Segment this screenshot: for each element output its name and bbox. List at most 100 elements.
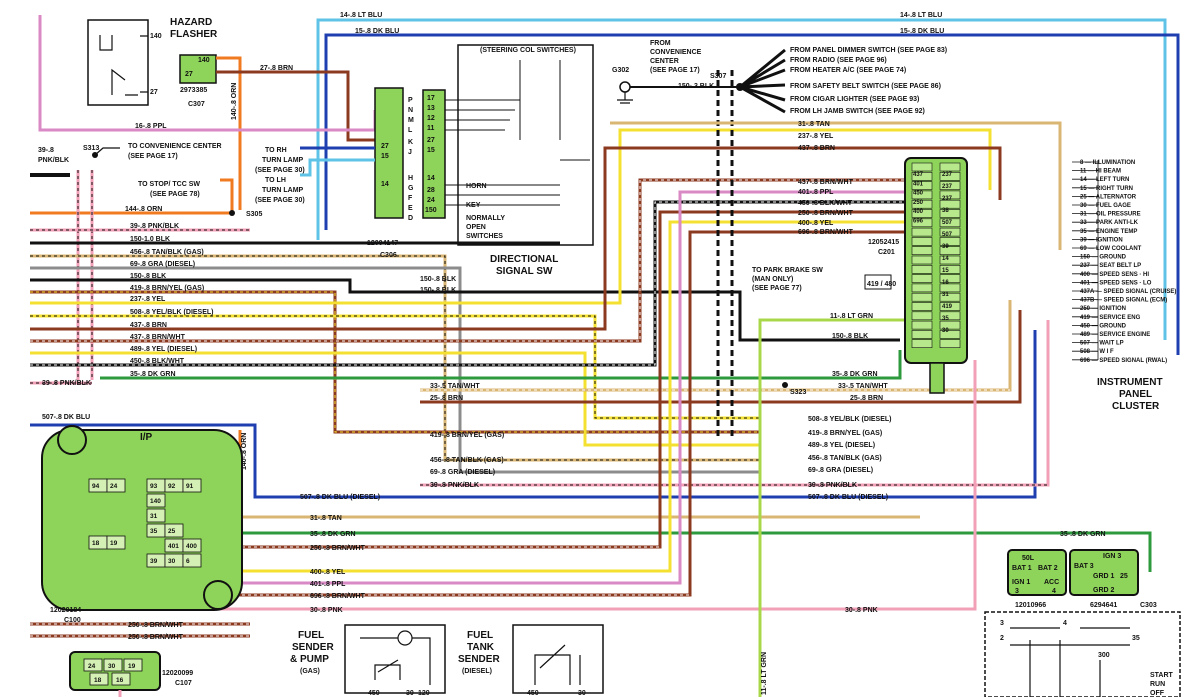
label-39-top: 39-.8	[38, 147, 54, 154]
c303-part-b: 6294641	[1090, 602, 1117, 609]
c303-ign1: IGN 1	[1012, 579, 1030, 586]
convenience-note: TO CONVENIENCE CENTER	[128, 143, 222, 150]
legend-item: 8 — ILLUMINATION	[1080, 160, 1135, 166]
lh-turn-2: TURN LAMP	[262, 187, 304, 194]
c100-name: C100	[64, 617, 81, 624]
c100-pin: 31	[150, 513, 158, 520]
c306-pin-27: 27	[381, 143, 389, 150]
s305-label: S305	[246, 211, 262, 218]
c303-acc: ACC	[1044, 579, 1059, 586]
legend-item: 419 — SERVICE ENG	[1080, 315, 1141, 321]
switch-pin-3: 3	[1000, 620, 1004, 627]
label-140-top: 140-.8 ORN	[231, 83, 238, 120]
c107-name: C107	[175, 680, 192, 687]
c201-right-pin: 38	[942, 208, 949, 214]
c306-letter-g: G	[408, 185, 414, 192]
label-237-top: 237-.8 YEL	[798, 133, 834, 140]
c303-grd2: GRD 2	[1093, 587, 1115, 594]
directional-title-2: SIGNAL SW	[496, 266, 553, 277]
wire-35-dk-grn	[100, 350, 902, 380]
label-437: 437-.8 BRN	[130, 322, 167, 329]
c306-pin-15b: 15	[427, 147, 435, 154]
label-400: 400-.8 YEL	[310, 569, 346, 576]
label-11-vert: 11-.8 LT GRN	[761, 652, 768, 695]
c100-pin: 92	[168, 483, 176, 490]
c100-pin: 140	[150, 498, 161, 505]
c107-pin: 18	[94, 677, 102, 684]
legend-item: 69 — LOW COOLANT	[1080, 246, 1142, 252]
c201-left-pin: 696	[913, 219, 924, 225]
c201-right-pin: 15	[942, 268, 949, 274]
legend-item: 437A — SPEED SIGNAL (CRUISE)	[1080, 289, 1176, 295]
c306-letter-f: F	[408, 195, 413, 202]
c201-right-pin: 16	[942, 280, 949, 286]
c201-right-pin: 31	[942, 292, 949, 298]
label-150-8-a: 150-.8 BLK	[130, 273, 166, 280]
switch-run: RUN	[1150, 681, 1165, 688]
from-radio: FROM RADIO (SEE PAGE 96)	[790, 57, 887, 64]
label-14-left: 14-.8 LT BLU	[340, 12, 382, 19]
c306-pin-12: 12	[427, 115, 435, 122]
label-39-b: 39-.8 PNK/BLK	[42, 380, 91, 387]
c107-pin: 16	[116, 677, 124, 684]
label-11: 11-.8 LT GRN	[830, 313, 873, 320]
lh-turn-3: (SEE PAGE 30)	[255, 197, 305, 204]
legend-item: 150 — GROUND	[1080, 255, 1127, 261]
label-508: 508-.8 YEL/BLK (DIESEL)	[130, 309, 214, 316]
label-35-low: 35-.8 DK GRN	[310, 531, 356, 538]
wire-400-yel	[200, 220, 920, 573]
label-33-b: 33-.5 TAN/WHT	[838, 383, 888, 390]
label-696-top: 696-.8 BRN/WHT	[798, 229, 854, 236]
horn-label: HORN	[466, 183, 487, 190]
c306-name: C306	[380, 252, 397, 259]
label-456: 456-.8 TAN/BLK (GAS)	[130, 249, 204, 256]
wire-437-brn	[30, 146, 1002, 331]
c201-right-pin: 39	[942, 244, 949, 250]
legend-item: 507 — WAIT LP	[1080, 341, 1124, 347]
c201-name: C201	[878, 249, 895, 256]
ignition-switch-box	[984, 611, 1181, 697]
c201-left-pin: 437	[913, 172, 924, 178]
switch-pin-300: 300	[1098, 652, 1110, 659]
g302-label: G302	[612, 67, 629, 74]
fuel-gas-title-2: SENDER	[292, 642, 334, 653]
legend-item: 696 — SPEED SIGNAL (RWAL)	[1080, 358, 1167, 364]
label-69: 69-.8 GRA (DIESEL)	[130, 261, 195, 268]
label-39-a: 39-.8 PNK/BLK	[130, 223, 179, 230]
s323-dot	[782, 382, 788, 388]
c303-bat2: BAT 2	[1038, 565, 1058, 572]
ip-title: I/P	[140, 432, 153, 443]
fuel-gas-title-1: FUEL	[298, 630, 324, 641]
rh-turn-3: (SEE PAGE 30)	[255, 167, 305, 174]
c306-pin-13: 13	[427, 105, 435, 112]
from-conv-2: CONVENIENCE	[650, 49, 702, 56]
c107-pin: 30	[108, 663, 116, 670]
normally-open-1: NORMALLY	[466, 215, 505, 222]
label-35: 35-.8 DK GRN	[130, 371, 176, 378]
label-150-8-c: 150-.8 BLK	[420, 287, 456, 294]
label-489-right: 489-.8 YEL (DIESEL)	[808, 442, 875, 449]
label-419-mid: 419-.8 BRN/YEL (GAS)	[430, 432, 504, 439]
label-401: 401-.8 PPL	[310, 581, 346, 588]
c201-left-pin: 401	[913, 181, 924, 187]
c201-right-pin: 237	[942, 172, 953, 178]
c100-pin: 93	[150, 483, 158, 490]
label-pnk-blk-top: PNK/BLK	[38, 157, 69, 164]
fuel-sender-diesel-box	[512, 624, 604, 694]
label-400-top: 400-.8 YEL	[798, 220, 834, 227]
c100-pin: 400	[186, 543, 197, 550]
c201-right-pin: 14	[942, 256, 949, 262]
c307-name: C307	[188, 101, 205, 108]
c100-part: 12020184	[50, 607, 81, 614]
wire-144-orn	[30, 178, 234, 215]
label-31: 31-.8 TAN	[310, 515, 342, 522]
wire-401-ppl	[200, 190, 920, 585]
fuel-diesel-title-4: (DIESEL)	[462, 668, 492, 675]
directional-title-1: DIRECTIONAL	[490, 254, 558, 265]
switch-off: OFF	[1150, 690, 1165, 697]
fuel-gas-pin-120: 120	[418, 690, 430, 697]
legend-item: 250 — IGNITION	[1080, 306, 1126, 312]
